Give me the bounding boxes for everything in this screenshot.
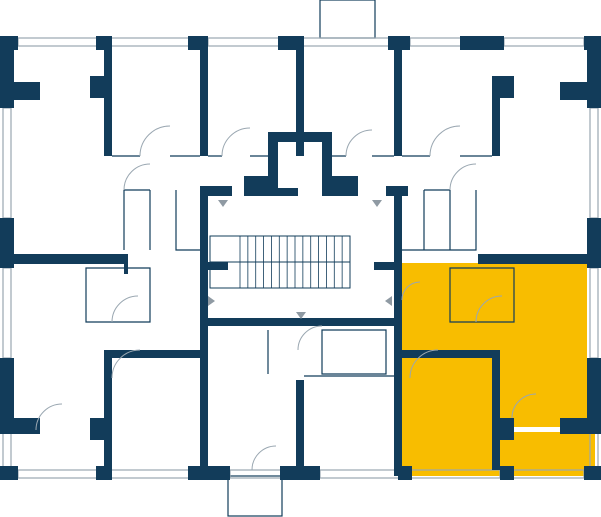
- door-swing-icon[interactable]: [111, 349, 141, 379]
- partitions: [85, 155, 515, 377]
- window-bottom-4: [319, 469, 401, 479]
- wall-v-2: [200, 36, 208, 156]
- bay-bottom-left: [0, 418, 40, 434]
- door-swing-icon[interactable]: [251, 445, 277, 471]
- elevator-shaft-wall-right: [322, 132, 332, 196]
- window-top-3: [207, 37, 281, 47]
- partition-11: [321, 329, 387, 375]
- walls: [0, 36, 601, 480]
- entrance-arrows: [208, 200, 392, 319]
- wall-bottom-seg-2: [188, 466, 230, 480]
- wall-v-core-right: [394, 186, 402, 476]
- elevator-shaft-wall-bottom: [268, 188, 298, 196]
- stub-2: [200, 262, 228, 270]
- balcony-top: [319, 0, 376, 39]
- wall-right-mid-2: [587, 358, 601, 425]
- partition-9: [85, 267, 151, 323]
- door-swing-icon[interactable]: [511, 393, 537, 419]
- door-swing-icon[interactable]: [429, 125, 461, 157]
- partition-10: [449, 267, 515, 323]
- wall-h-left-mid: [0, 254, 124, 264]
- wall-h-center-top: [208, 186, 232, 196]
- wall-v-core-left: [200, 186, 208, 476]
- partition-5: [123, 189, 151, 250]
- door-swing-icon[interactable]: [401, 281, 421, 301]
- window-bottom-1: [17, 469, 99, 479]
- door-swing-icon[interactable]: [139, 125, 171, 157]
- triangle-arrow-icon: [385, 296, 392, 306]
- window-right-1: [589, 107, 599, 219]
- window-top-6: [503, 37, 585, 47]
- window-left-1: [2, 107, 12, 219]
- triangle-arrow-icon: [208, 296, 215, 306]
- window-top-5: [409, 37, 463, 47]
- wall-bottom-seg-5: [500, 466, 514, 480]
- balcony-bottom: [227, 475, 283, 517]
- window-right-2: [589, 267, 599, 359]
- window-bottom-2: [109, 469, 191, 479]
- wall-v-5: [492, 76, 500, 156]
- triangle-arrow-icon: [372, 200, 382, 207]
- door-swing-icon[interactable]: [111, 295, 139, 323]
- wall-top-seg-5: [460, 36, 504, 50]
- wall-h-right-room: [402, 350, 496, 358]
- wall-right-bottom: [584, 466, 601, 480]
- door-swing-icon[interactable]: [475, 295, 503, 323]
- core-block-left: [244, 176, 268, 196]
- wall-v-3: [296, 36, 304, 156]
- wall-top-seg-3: [278, 36, 300, 50]
- door-swing-icon[interactable]: [123, 163, 151, 191]
- core-block-right: [332, 176, 358, 196]
- wall-h-left-room: [104, 350, 200, 358]
- wall-left-mid-2: [0, 358, 14, 425]
- stair-steps: [239, 236, 351, 288]
- door-swing-icon[interactable]: [409, 349, 439, 379]
- elevator-shaft-wall-top: [268, 132, 332, 142]
- door-swing-icon[interactable]: [35, 403, 63, 431]
- bay-top-left: [0, 82, 40, 100]
- triangle-arrow-icon: [218, 200, 228, 207]
- wall-v-6: [296, 380, 304, 476]
- partition-8: [402, 190, 477, 251]
- wall-v-right-room: [492, 350, 500, 470]
- wall-v-1: [104, 36, 112, 156]
- stairs-icon: [209, 235, 351, 289]
- wall-h-right-mid: [478, 254, 601, 264]
- door-swing-icon[interactable]: [221, 127, 251, 157]
- wall-left-bottom: [0, 466, 18, 480]
- stub-1: [124, 254, 128, 274]
- partition-7: [423, 189, 451, 250]
- window-top-2: [109, 37, 191, 47]
- wall-v-4: [394, 36, 402, 156]
- window-left-2: [2, 267, 12, 359]
- window-top-1: [17, 37, 99, 47]
- window-top-4: [297, 37, 391, 47]
- bay-bottom-right-2: [560, 418, 601, 434]
- door-swing-icon[interactable]: [345, 129, 373, 157]
- wall-h-lobby-bottom: [200, 318, 400, 326]
- triangle-arrow-icon: [296, 312, 306, 319]
- door-swing-icon[interactable]: [449, 163, 477, 191]
- partition-6: [175, 190, 200, 251]
- bay-top-right-2: [560, 82, 601, 100]
- wall-v-left-room: [104, 350, 112, 470]
- elevator-shaft-wall-left: [268, 132, 278, 196]
- door-swing-icon[interactable]: [297, 325, 323, 351]
- doors: [35, 125, 537, 471]
- stub-3: [374, 262, 402, 270]
- window-bottom-3: [229, 469, 283, 479]
